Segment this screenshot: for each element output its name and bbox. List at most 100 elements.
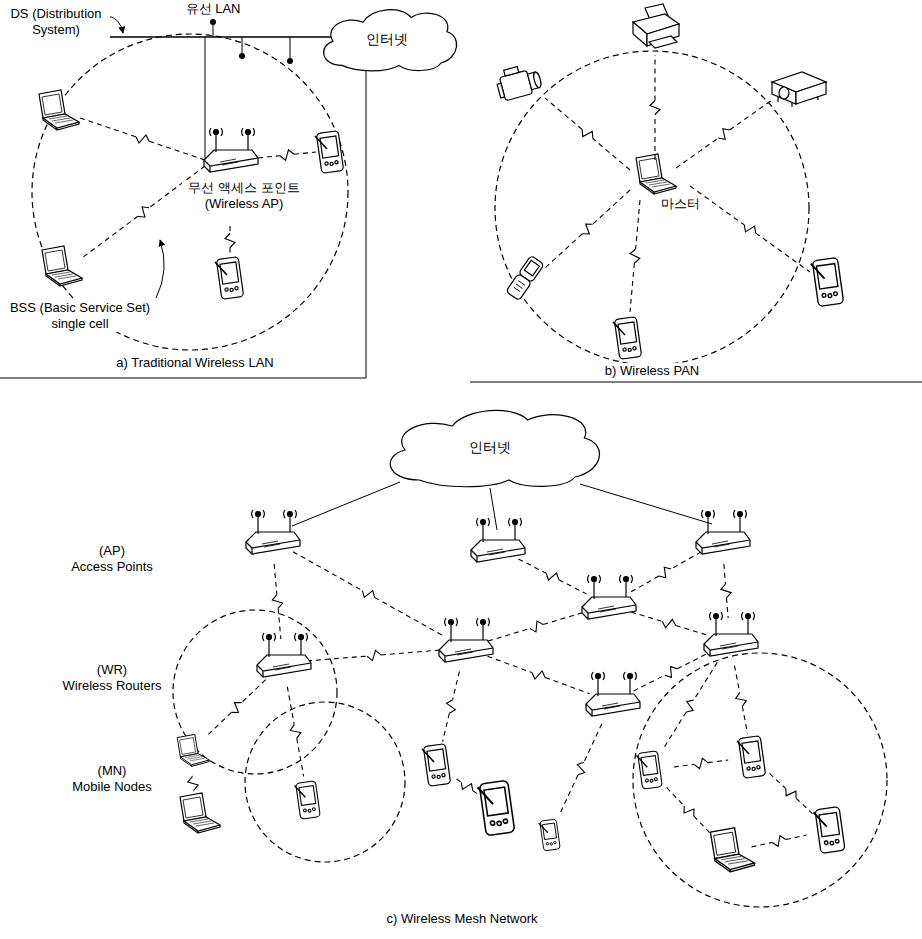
coverage-cell [245,702,405,862]
label: Mobile Nodes [70,779,154,795]
wireless-zigzag [532,671,545,679]
wireless-link [488,612,585,641]
wireless-link-dash [690,186,810,272]
wireless-link-dash [770,773,813,813]
wireless-link [631,612,707,635]
lan-dot [210,19,216,25]
access-point [696,510,750,554]
wireless-link-dash [518,559,586,594]
label: DS (Distribution System) [2,6,110,38]
pda [478,780,515,835]
wireless-zigzag [225,234,235,248]
wireless-link [457,779,478,794]
wireless-zigzag [280,150,294,160]
cloud-shape [324,10,457,71]
wireless-zigzag [447,700,456,714]
wireless-link-dash [207,680,265,736]
pda [737,736,766,779]
wireless-router [586,672,640,716]
lan-dot [239,53,245,59]
wireless-link [287,687,303,777]
wireless-link [690,186,810,272]
access-point [204,128,258,172]
backhaul-wire [580,484,712,524]
wireless-link-dash [545,190,630,268]
pan-cell [495,51,809,365]
wireless-link [518,559,586,594]
printer [633,4,679,48]
wireless-zigzag [231,703,241,713]
coverage-cell [173,610,337,774]
wireless-link-dash [457,779,478,794]
backhaul-wire [490,488,497,530]
wireless-zigzag [686,700,693,712]
wireless-router [704,612,758,656]
wireless-link [258,150,316,160]
wireless-link-dash [545,98,630,170]
pda [637,751,663,789]
wireless-link [207,680,265,736]
projector [772,72,826,107]
label: BSS (Basic Service Set) single cell [0,300,160,332]
wireless-link-dash [443,671,460,741]
wireless-link [650,55,660,160]
wireless-zigzag [694,758,708,768]
wireless-zigzag [721,584,731,598]
lan-tap [242,37,243,55]
wireless-zigzag [367,650,381,660]
label: (WR) [95,662,129,678]
wireless-zigzag [786,789,796,799]
wireless-link-dash [488,612,585,641]
wireless-zigzag [736,693,747,707]
wireless-link [674,758,728,768]
wireless-link [80,118,205,160]
label: b) Wireless PAN [603,363,701,379]
wireless-zigzag [138,207,149,217]
wireless-zigzag [650,101,660,115]
wireless-zigzag [272,595,282,609]
wireless-link-dash [667,787,712,834]
coverage-cell [633,653,887,907]
wireless-link [545,98,630,170]
pda [215,257,244,300]
wireless-zigzag [546,573,558,580]
label: a) Traditional Wireless LAN [114,355,276,371]
wireless-zigzag [662,619,675,627]
wireless-link-dash [293,552,444,637]
pda [613,317,642,360]
label: c) Wireless Mesh Network [385,911,540,927]
ap-uplink [205,37,206,160]
wireless-link [735,666,748,734]
wireless-zigzag [772,836,786,847]
wireless-zigzag [188,777,198,791]
label: 유선 LAN [184,1,243,17]
wireless-router [439,618,493,662]
laptop [39,90,79,130]
laptop [180,793,220,833]
wireless-link-dash [560,724,602,813]
wireless-link-dash [80,118,205,160]
wireless-router [582,575,636,619]
label: Wireless Routers [61,678,164,694]
wireless-link-dash [287,687,303,777]
wireless-link [272,564,282,639]
laptop [177,734,209,766]
access-point [246,510,300,554]
wireless-zigzag [718,129,729,139]
wireless-link [545,190,630,268]
wireless-link [560,724,602,813]
camcorder [494,62,543,102]
wireless-link [488,656,590,693]
cloud-node: 인터넷 [312,3,462,75]
wireless-link-dash [663,662,718,749]
wireless-zigzag [659,567,671,578]
cloud-node: 인터넷 [372,402,608,492]
wireless-link [630,200,640,312]
cloud-text-box: 인터넷 [372,402,608,492]
wireless-link-dash [676,100,772,168]
pda [814,807,846,854]
backhaul-wire [292,482,400,526]
wireless-link-dash [735,666,748,734]
wireless-link [293,552,444,637]
